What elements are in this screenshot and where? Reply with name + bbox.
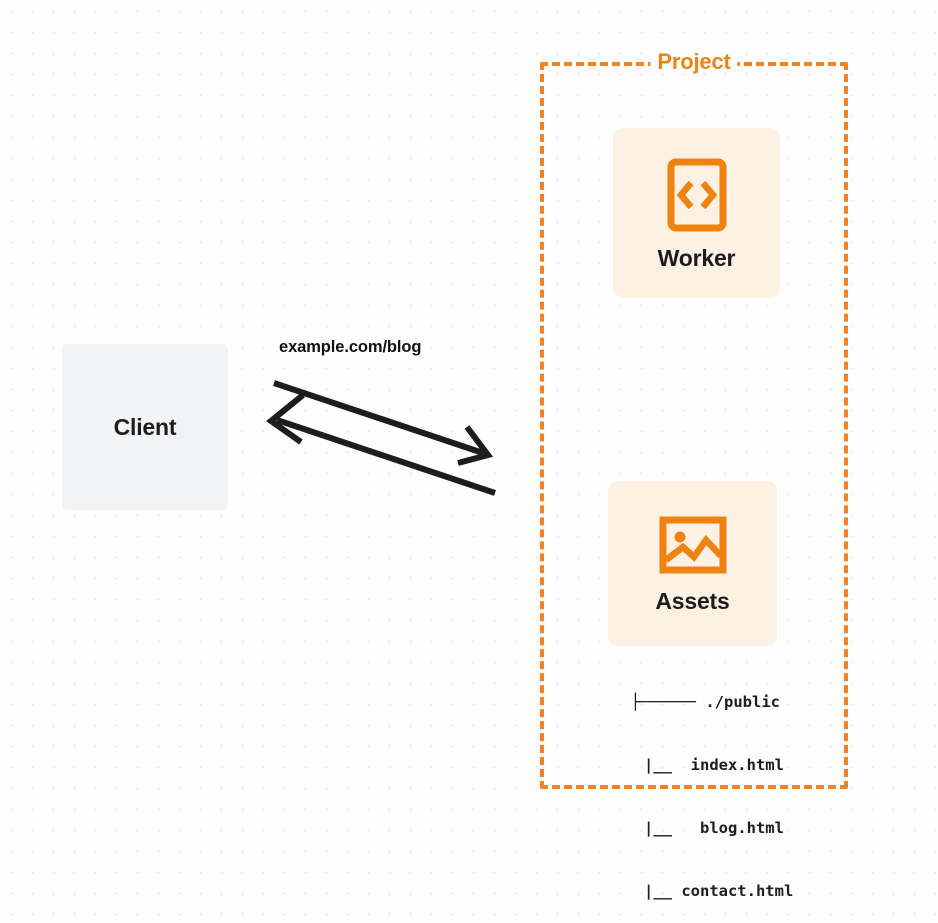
connection-arrows xyxy=(266,380,496,496)
assets-file-tree: ├────── ./public |__ index.html |__ blog… xyxy=(588,650,794,923)
file-tree-line: |__ index.html xyxy=(588,756,784,774)
code-document-icon xyxy=(667,158,726,231)
file-tree-line: |__ contact.html xyxy=(588,882,794,900)
assets-node[interactable]: Assets xyxy=(608,481,777,646)
client-node[interactable]: Client xyxy=(62,344,228,510)
project-title: Project xyxy=(650,51,738,73)
worker-node[interactable]: Worker xyxy=(613,128,780,298)
project-container[interactable]: Project xyxy=(540,51,848,789)
image-picture-icon xyxy=(659,516,726,574)
file-tree-line: ├────── ./public xyxy=(630,693,780,711)
connection-label: example.com/blog xyxy=(279,338,422,356)
request-arrow xyxy=(273,380,494,466)
response-arrow xyxy=(266,392,496,496)
file-tree-line: |__ blog.html xyxy=(588,819,784,837)
worker-label: Worker xyxy=(657,244,736,271)
assets-label: Assets xyxy=(655,588,730,614)
client-label: Client xyxy=(113,413,177,440)
